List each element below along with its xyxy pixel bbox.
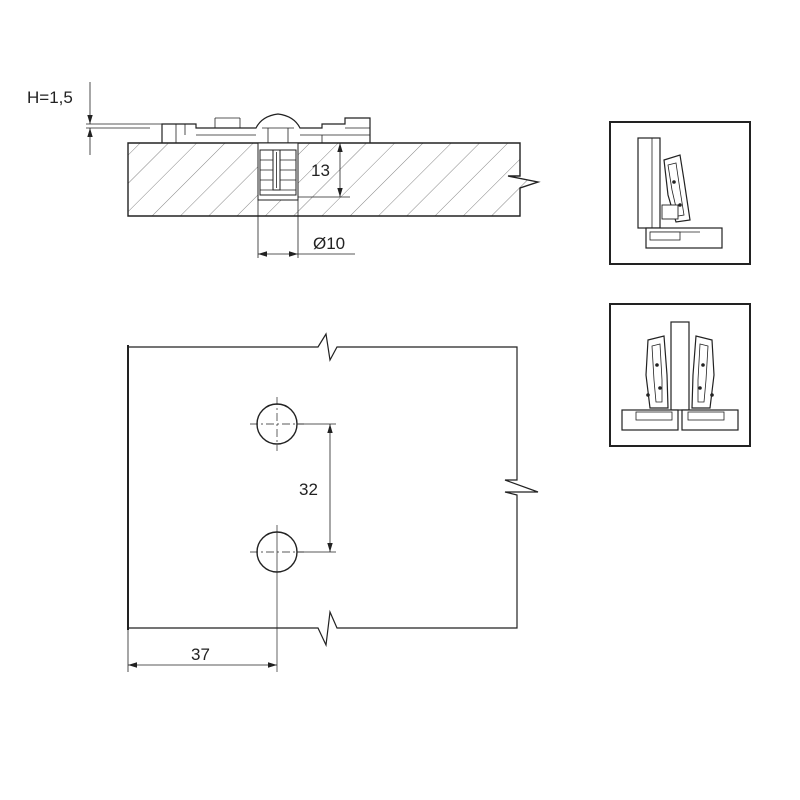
height-dimension-label: H=1,5 [27, 88, 73, 107]
diameter-dimension-label: Ø10 [313, 234, 345, 253]
hinge-thumbnail-single [609, 121, 751, 265]
board-section [127, 142, 541, 217]
hole-bottom [250, 525, 304, 672]
depth-dimension-label: 13 [311, 161, 330, 180]
edge-distance-dimension: 37 [127, 628, 277, 672]
plan-view: 32 37 [127, 332, 539, 672]
panel-outline [128, 332, 539, 648]
section-view: H=1,5 13 Ø10 [27, 82, 541, 258]
mounting-plate-profile [161, 113, 371, 143]
hinge-thumbnail-double [609, 303, 751, 447]
diameter-dimension: Ø10 [257, 200, 355, 258]
spacing-dimension-label: 32 [299, 480, 318, 499]
edge-distance-dimension-label: 37 [191, 645, 210, 664]
depth-dimension: 13 [298, 142, 350, 198]
dowel [259, 149, 297, 196]
spacing-dimension: 32 [297, 423, 336, 553]
hole-top [250, 397, 304, 451]
height-dimension: H=1,5 [27, 82, 162, 155]
